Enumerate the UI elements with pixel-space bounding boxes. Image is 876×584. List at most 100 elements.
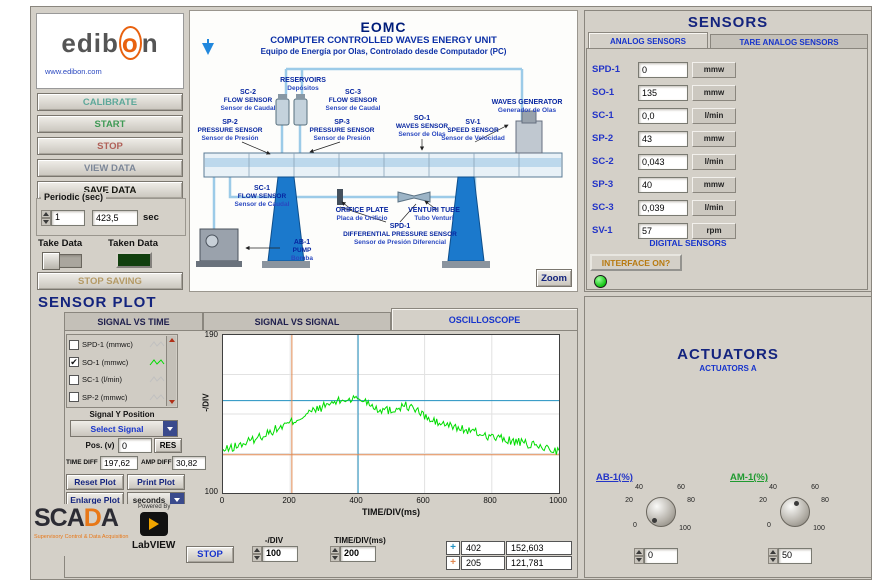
sensor-unit: rpm [692,222,736,239]
legend-checkbox[interactable] [69,374,79,385]
decrement-icon[interactable] [634,556,644,564]
decrement-icon[interactable] [768,556,778,564]
legend-item-sp2[interactable]: SP-2 (mmwc) [69,389,165,407]
res-button[interactable]: RES [154,438,182,453]
diagram-label-title: SC-3 [345,89,361,96]
tab-signal-vs-signal[interactable]: SIGNAL VS SIGNAL [203,312,391,330]
legend-scrollbar[interactable] [166,336,176,406]
increment-icon[interactable] [634,548,644,556]
timediv-spinner-label: TIME/DIV(ms) [334,536,386,545]
legend-label: SC-1 (l/min) [82,375,123,385]
legend-line-sample [149,341,165,348]
increment-icon[interactable] [768,548,778,556]
calibrate-button[interactable]: CALIBRATE [37,93,183,111]
ab1-value-input[interactable]: 0 [644,548,678,564]
decrement-icon[interactable] [41,218,51,226]
legend-item-so1[interactable]: ✔ SO-1 (mmwc) [69,354,165,372]
spinner-arrows[interactable] [330,546,340,562]
toggle-knob[interactable] [42,252,60,270]
tab-oscilloscope[interactable]: OSCILLOSCOPE [391,308,578,330]
am1-value-input[interactable]: 50 [778,548,812,564]
scroll-up-icon[interactable] [168,338,175,342]
diagram-label-text: Bomba [290,255,314,263]
start-button[interactable]: START [37,115,183,133]
tab-tare-analog-sensors[interactable]: TARE ANALOG SENSORS [710,34,868,49]
diagram-label-title: WAVES GENERATOR [491,99,563,106]
view-data-button[interactable]: VIEW DATA [37,159,183,177]
ab1-value-spinner[interactable]: 0 [634,548,678,564]
taken-data-label: Taken Data [108,238,158,249]
diagram-subtitle-en: COMPUTER CONTROLLED WAVES ENERGY UNIT [270,35,497,46]
actuators-panel [584,296,872,578]
spinner-arrows[interactable] [41,210,51,226]
scroll-down-icon[interactable] [168,400,175,404]
div-input[interactable]: 100 [262,546,298,562]
cursor-1-icon: + [446,541,460,555]
zoom-button[interactable]: Zoom [536,269,572,287]
div-spinner-label: -/DIV [264,536,284,545]
diagram-label-title: SV-1 [465,119,481,126]
sensor-value: 57 [638,222,688,239]
plot-stop-button[interactable]: STOP [186,546,234,563]
diagram-label-title: SC-1 [254,185,270,192]
sensor-row-sp2: SP-2 43 mmw [592,127,752,150]
tab-signal-vs-time[interactable]: SIGNAL VS TIME [64,312,203,330]
time-diff-label: TIME DIFF [66,459,98,466]
reset-plot-button[interactable]: Reset Plot [66,474,124,490]
oscilloscope-graph[interactable] [222,334,560,494]
ab1-knob[interactable]: 40 60 20 80 0 100 [625,484,695,544]
decrement-icon[interactable] [330,554,340,562]
increment-icon[interactable] [252,546,262,554]
amp-diff-value: 30,82 [172,456,206,470]
pump [196,228,242,267]
scada-text-3: A [100,504,119,532]
diagram-label-title: SP-2 [222,119,238,126]
legend-checkbox[interactable] [69,392,79,403]
diagram-label-text: PRESSURE SENSOR [309,127,375,135]
knob-tick: 0 [633,522,637,529]
legend-checkbox[interactable]: ✔ [69,357,79,368]
knob-dial[interactable] [780,497,810,527]
print-plot-button[interactable]: Print Plot [127,474,185,490]
tab-analog-sensors[interactable]: ANALOG SENSORS [588,32,708,49]
legend-item-sc1[interactable]: SC-1 (l/min) [69,371,165,389]
chevron-down-icon[interactable] [163,421,177,436]
increment-icon[interactable] [330,546,340,554]
am1-knob[interactable]: 40 60 20 80 0 100 [759,484,829,544]
take-data-toggle[interactable] [42,252,82,270]
legend-label: SP-2 (mmwc) [82,392,128,402]
knob-dial[interactable] [646,497,676,527]
diagram-label-text: DIFFERENTIAL PRESSURE SENSOR [343,231,457,239]
edibon-website-link[interactable]: www.edibon.com [45,67,102,76]
diagram-label-title: SP-3 [334,119,350,126]
periodic-spinner[interactable]: 1 [41,210,85,226]
diagram-label-text: Sensor de Caudal [325,105,381,113]
periodic-input[interactable]: 1 [51,210,85,226]
pos-input[interactable]: 0 [118,438,152,453]
increment-icon[interactable] [41,210,51,218]
stop-saving-button[interactable]: STOP SAVING [37,272,183,290]
stop-button[interactable]: STOP [37,137,183,155]
select-signal-dropdown[interactable]: Select Signal [70,420,178,437]
legend-item-spd1[interactable]: SPD-1 (mmwc) [69,336,165,354]
decrement-icon[interactable] [252,554,262,562]
cursor-lines[interactable] [223,335,559,493]
legend-checkbox[interactable] [69,339,79,350]
div-spinner[interactable]: 100 [252,546,298,562]
leader-arrows [241,124,509,251]
diagram-label-text: Generador de Olas [497,107,557,115]
spinner-arrows[interactable] [768,548,778,564]
sensor-unit: l/min [692,107,736,124]
orifice-plate-shape [337,189,343,205]
timediv-input[interactable]: 200 [340,546,376,562]
diagram-label-title: AB-1 [293,239,311,246]
spinner-arrows[interactable] [634,548,644,564]
spinner-arrows[interactable] [252,546,262,562]
timediv-spinner[interactable]: 200 [330,546,376,562]
diagram-label-title: SC-2 [240,89,256,96]
chevron-down-icon[interactable] [170,493,184,507]
am1-value-spinner[interactable]: 50 [768,548,812,564]
diagram-label-sc3: SC-3 FLOW SENSOR Sensor de Caudal [326,89,381,113]
wave-generator [515,110,543,154]
